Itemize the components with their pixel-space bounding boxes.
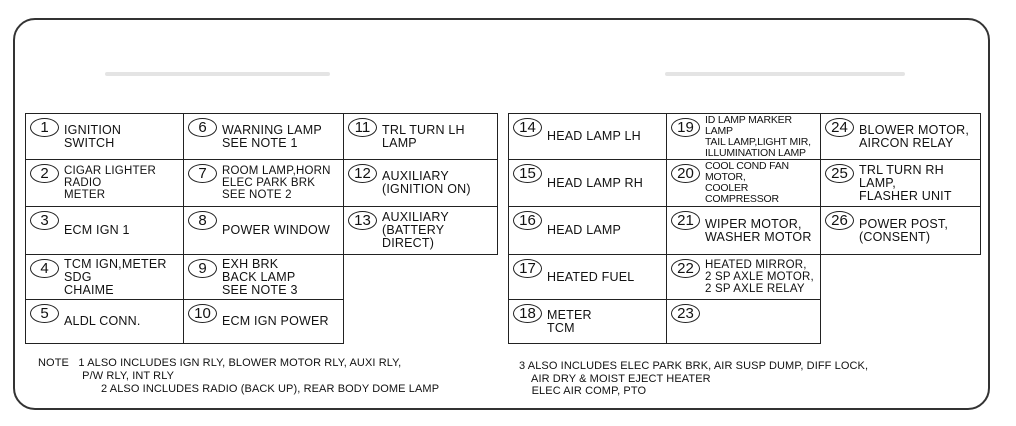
fuse-cell-18: 18 METER TCM — [509, 300, 667, 344]
fuse-label: POWER POST, (CONSENT) — [859, 216, 949, 244]
fuse-number-badge: 5 — [30, 304, 59, 323]
fuse-cell-26: 26 POWER POST, (CONSENT) — [821, 207, 981, 255]
fuse-number-badge: 6 — [188, 118, 217, 137]
fuse-cell-19: 19 ID LAMP MARKER LAMP TAIL LAMP,LIGHT MI… — [667, 114, 821, 160]
fuse-label: ROOM LAMP,HORN ELEC PARK BRK SEE NOTE 2 — [222, 165, 331, 201]
fuse-number-badge: 13 — [348, 211, 377, 230]
fuse-label: AUXILIARY (BATTERY DIRECT) — [382, 210, 449, 250]
fuse-cell-9: 9 EXH BRK BACK LAMP SEE NOTE 3 — [184, 255, 344, 300]
fuse-cell-2: 2 CIGAR LIGHTER RADIO METER — [26, 160, 184, 207]
fuse-label: IGNITION SWITCH — [64, 122, 122, 150]
fuse-label: TRL TURN LH LAMP — [382, 122, 465, 150]
fuse-label: HEAD LAMP — [547, 223, 622, 237]
fuse-cell-11: 11 TRL TURN LH LAMP — [344, 114, 498, 160]
fuse-number-badge: 2 — [30, 164, 59, 183]
note-1: NOTE 1 ALSO INCLUDES IGN RLY, BLOWER MOT… — [38, 357, 402, 382]
fuse-cell-12: 12 AUXILIARY (IGNITION ON) — [344, 160, 498, 207]
fuse-number-badge: 4 — [30, 259, 59, 278]
fuse-label: BLOWER MOTOR, AIRCON RELAY — [859, 122, 970, 150]
fuse-label: COOL COND FAN MOTOR, COOLER COMPRESSOR — [705, 160, 789, 205]
fuse-cell-6: 6 WARNING LAMP SEE NOTE 1 — [184, 114, 344, 160]
fuse-label: AUXILIARY (IGNITION ON) — [382, 169, 471, 196]
left-fuse-table: 1 IGNITION SWITCH 6 WARNING LAMP SEE NOTE 1… — [25, 113, 498, 344]
fuse-cell-4: 4 TCM IGN,METER SDG CHAIME — [26, 255, 184, 300]
fuse-cell-24: 24 BLOWER MOTOR, AIRCON RELAY — [821, 114, 981, 160]
fuse-number-badge: 25 — [825, 164, 854, 183]
fuse-label: TRL TURN RH LAMP, FLASHER UNIT — [859, 162, 952, 203]
fuse-number-badge: 19 — [671, 118, 700, 137]
fuse-label: CIGAR LIGHTER RADIO METER — [64, 165, 157, 201]
fuse-label: HEAD LAMP LH — [547, 129, 641, 143]
fuse-label: ECM IGN 1 — [64, 223, 130, 237]
fuse-number-badge: 11 — [348, 118, 377, 137]
fuse-number-badge: 1 — [30, 118, 59, 137]
fuse-cell-21: 21 WIPER MOTOR, WASHER MOTOR — [667, 207, 821, 255]
fuse-number-badge: 16 — [513, 211, 542, 230]
fuse-number-badge: 23 — [671, 304, 700, 323]
fuse-number-badge: 21 — [671, 211, 700, 230]
fuse-number-badge: 9 — [188, 259, 217, 278]
fuse-label — [705, 300, 817, 343]
fuse-label: WIPER MOTOR, WASHER MOTOR — [705, 216, 812, 244]
fuse-number-badge: 20 — [671, 164, 700, 183]
fuse-cell-7: 7 ROOM LAMP,HORN ELEC PARK BRK SEE NOTE 2 — [184, 160, 344, 207]
note-3: 3 ALSO INCLUDES ELEC PARK BRK, AIR SUSP … — [519, 360, 869, 397]
fuse-number-badge: 15 — [513, 164, 542, 183]
fuse-cell-1: 1 IGNITION SWITCH — [26, 114, 184, 160]
fuse-number-badge: 24 — [825, 118, 854, 137]
fuse-cell-25: 25 TRL TURN RH LAMP, FLASHER UNIT — [821, 160, 981, 207]
fuse-number-badge: 18 — [513, 304, 542, 323]
fuse-label: WARNING LAMP SEE NOTE 1 — [222, 122, 322, 150]
fuse-label: ECM IGN POWER — [222, 314, 329, 328]
fuse-number-badge: 12 — [348, 164, 377, 183]
fuse-label: HEAD LAMP RH — [547, 175, 643, 190]
fuse-number-badge: 8 — [188, 211, 217, 230]
fuse-label: EXH BRK BACK LAMP SEE NOTE 3 — [222, 256, 298, 297]
fuse-cell-22: 22 HEATED MIRROR, 2 SP AXLE MOTOR, 2 SP A… — [667, 255, 821, 300]
fuse-label: HEATED FUEL — [547, 269, 635, 284]
faint-header-line-right — [665, 72, 905, 76]
fuse-label: TCM IGN,METER SDG CHAIME — [64, 256, 167, 297]
fuse-number-badge: 14 — [513, 118, 542, 137]
fuse-label: HEATED MIRROR, 2 SP AXLE MOTOR, 2 SP AXL… — [705, 259, 814, 295]
fuse-number-badge: 10 — [188, 304, 217, 323]
note-2: 2 ALSO INCLUDES RADIO (BACK UP), REAR BO… — [101, 383, 440, 395]
fuse-label: POWER WINDOW — [222, 223, 330, 237]
fuse-label: ID LAMP MARKER LAMP TAIL LAMP,LIGHT MIR,… — [705, 113, 811, 159]
fuse-cell-13: 13 AUXILIARY (BATTERY DIRECT) — [344, 207, 498, 255]
fuse-number-badge: 7 — [188, 164, 217, 183]
fuse-number-badge: 17 — [513, 259, 542, 278]
fuse-number-badge: 22 — [671, 259, 700, 278]
fuse-number-badge: 26 — [825, 211, 854, 230]
faint-header-line-left — [105, 72, 330, 76]
fuse-label: ALDL CONN. — [64, 314, 141, 328]
fuse-cell-20: 20 COOL COND FAN MOTOR, COOLER COMPRESSOR — [667, 160, 821, 207]
fuse-number-badge: 3 — [30, 211, 59, 230]
fuse-cell-23: 23 — [667, 300, 821, 344]
fuse-label: METER TCM — [547, 307, 592, 335]
